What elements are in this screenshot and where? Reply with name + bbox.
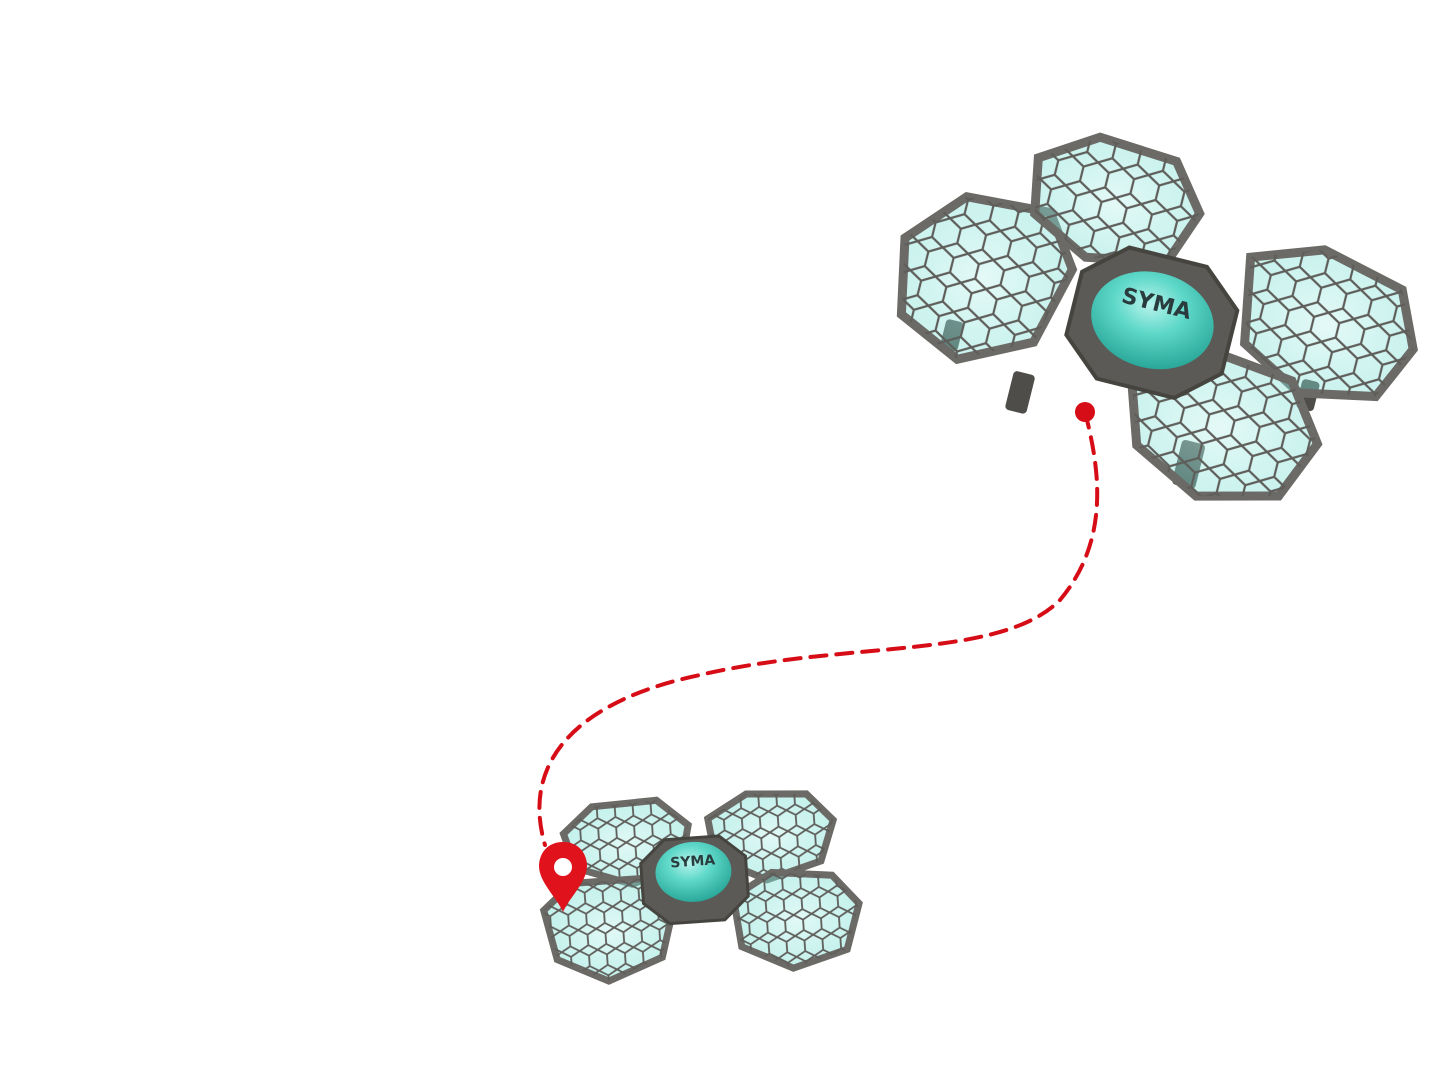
prop-guard-front-left xyxy=(539,874,678,985)
location-pin-icon xyxy=(539,842,587,912)
brand-logo: SYMA xyxy=(670,852,716,871)
prop-guard-front-left xyxy=(896,191,1078,365)
drone-landed: SYMA xyxy=(539,790,863,985)
canopy xyxy=(1091,271,1214,370)
drone-airborne: SYMA xyxy=(896,132,1418,501)
flight-path-line xyxy=(537,410,1100,847)
prop-guard-back-right xyxy=(1239,245,1418,402)
prop-guard-front-right xyxy=(729,868,863,972)
target-dot-icon xyxy=(1075,402,1095,422)
canopy xyxy=(655,841,732,902)
prop-guard-back-left xyxy=(1030,132,1205,267)
